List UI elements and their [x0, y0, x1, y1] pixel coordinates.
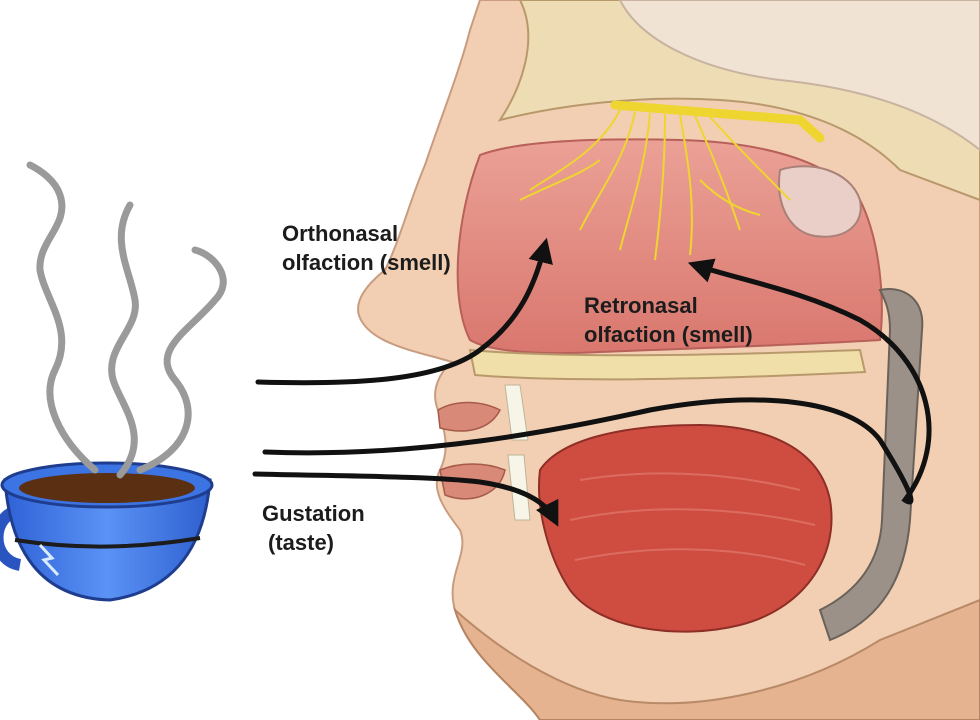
nasal-cavity: [456, 138, 883, 355]
cup-sparkle: [38, 543, 60, 577]
coffee-surface: [19, 473, 195, 503]
gustation-arrow: [252, 471, 559, 527]
orthonasal-label-line1: Orthonasal: [282, 221, 399, 246]
gustation-label-line2: (taste): [268, 529, 335, 555]
cup-band: [14, 536, 201, 549]
retronasal-arrow: [262, 258, 932, 505]
head-cross-section: [357, 0, 980, 720]
coffee-cup-icon: [0, 461, 214, 602]
steam-icon: [26, 161, 227, 479]
hard-palate: [468, 348, 867, 381]
retronasal-label-line2: olfaction (smell): [584, 321, 753, 347]
orthonasal-label-line2: olfaction (smell): [282, 249, 451, 275]
tongue-muscle-lines: [569, 472, 816, 566]
cup-body: [3, 478, 212, 602]
tongue: [538, 423, 833, 633]
sinus: [778, 165, 862, 238]
olfactory-nerve: [519, 100, 825, 261]
orthonasal-arrow: [255, 237, 553, 386]
teeth: [504, 384, 531, 521]
lower-jaw: [453, 598, 980, 720]
retronasal-label-line1: Retronasal: [584, 293, 698, 318]
orthonasal-label: Orthonasal olfaction (smell): [282, 220, 451, 277]
brain: [618, 0, 980, 152]
flow-arrows: [252, 237, 932, 527]
upper-lip: [437, 401, 502, 432]
gustation-label-line1: Gustation: [262, 501, 365, 526]
gustation-label: Gustation (taste): [262, 500, 365, 557]
pharynx: [818, 288, 924, 642]
retronasal-label: Retronasal olfaction (smell): [584, 292, 753, 349]
